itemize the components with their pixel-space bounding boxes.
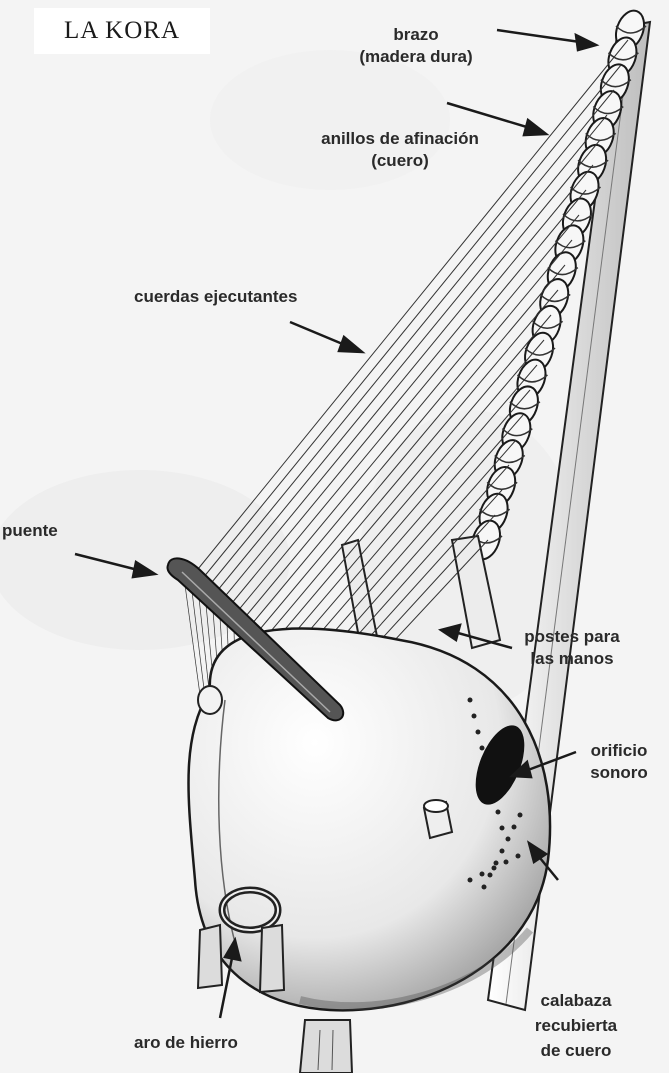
gourd-hole <box>492 866 497 871</box>
label-cuerdas: cuerdas ejecutantes <box>134 286 297 308</box>
label-puente-line-1: puente <box>2 520 58 542</box>
gourd-hole <box>480 872 485 877</box>
gourd-hole <box>472 714 477 719</box>
gourd-hole <box>500 826 505 831</box>
title-box: LA KORA <box>34 8 210 54</box>
label-aro-line-1: aro de hierro <box>134 1032 238 1054</box>
label-calabaza-line-1: calabaza <box>516 988 636 1013</box>
label-cuerdas-line-1: cuerdas ejecutantes <box>134 286 297 308</box>
label-calabaza-line-2: recubierta <box>516 1013 636 1038</box>
label-calabaza: calabaza recubierta de cuero <box>516 988 636 1063</box>
gourd-hole <box>496 810 501 815</box>
label-calabaza-line-3: de cuero <box>516 1038 636 1063</box>
diagram-title: LA KORA <box>64 17 180 45</box>
label-postes-line-2: las manos <box>512 648 632 670</box>
label-brazo: brazo (madera dura) <box>352 24 480 68</box>
gourd-hole <box>476 730 481 735</box>
label-orificio: orificio sonoro <box>574 740 664 784</box>
gourd-body <box>188 628 550 1010</box>
gourd-hole <box>500 849 505 854</box>
gourd-hole <box>488 873 493 878</box>
gourd-hole <box>516 854 521 859</box>
label-aro: aro de hierro <box>134 1032 238 1054</box>
label-orificio-line-1: orificio <box>574 740 664 762</box>
label-anillos-line-2: (cuero) <box>290 150 510 172</box>
gourd-hole <box>468 878 473 883</box>
label-brazo-line-2: (madera dura) <box>352 46 480 68</box>
label-puente: puente <box>2 520 58 542</box>
gourd-hole <box>482 885 487 890</box>
lower-post <box>300 1020 352 1073</box>
knob <box>424 800 452 838</box>
gourd-hole <box>518 813 523 818</box>
label-postes: postes para las manos <box>512 626 632 670</box>
arrow-brazo <box>497 30 596 50</box>
gourd-hole <box>512 825 517 830</box>
left-knob <box>198 686 222 714</box>
gourd-hole <box>480 746 485 751</box>
gourd-hole <box>504 860 509 865</box>
arrow-cuerdas <box>290 322 362 352</box>
gourd-hole <box>506 837 511 842</box>
gourd-hole <box>468 698 473 703</box>
label-postes-line-1: postes para <box>512 626 632 648</box>
label-orificio-line-2: sonoro <box>574 762 664 784</box>
label-anillos-line-1: anillos de afinación <box>290 128 510 150</box>
gourd-hole <box>494 861 499 866</box>
label-brazo-line-1: brazo <box>352 24 480 46</box>
label-anillos: anillos de afinación (cuero) <box>290 128 510 172</box>
